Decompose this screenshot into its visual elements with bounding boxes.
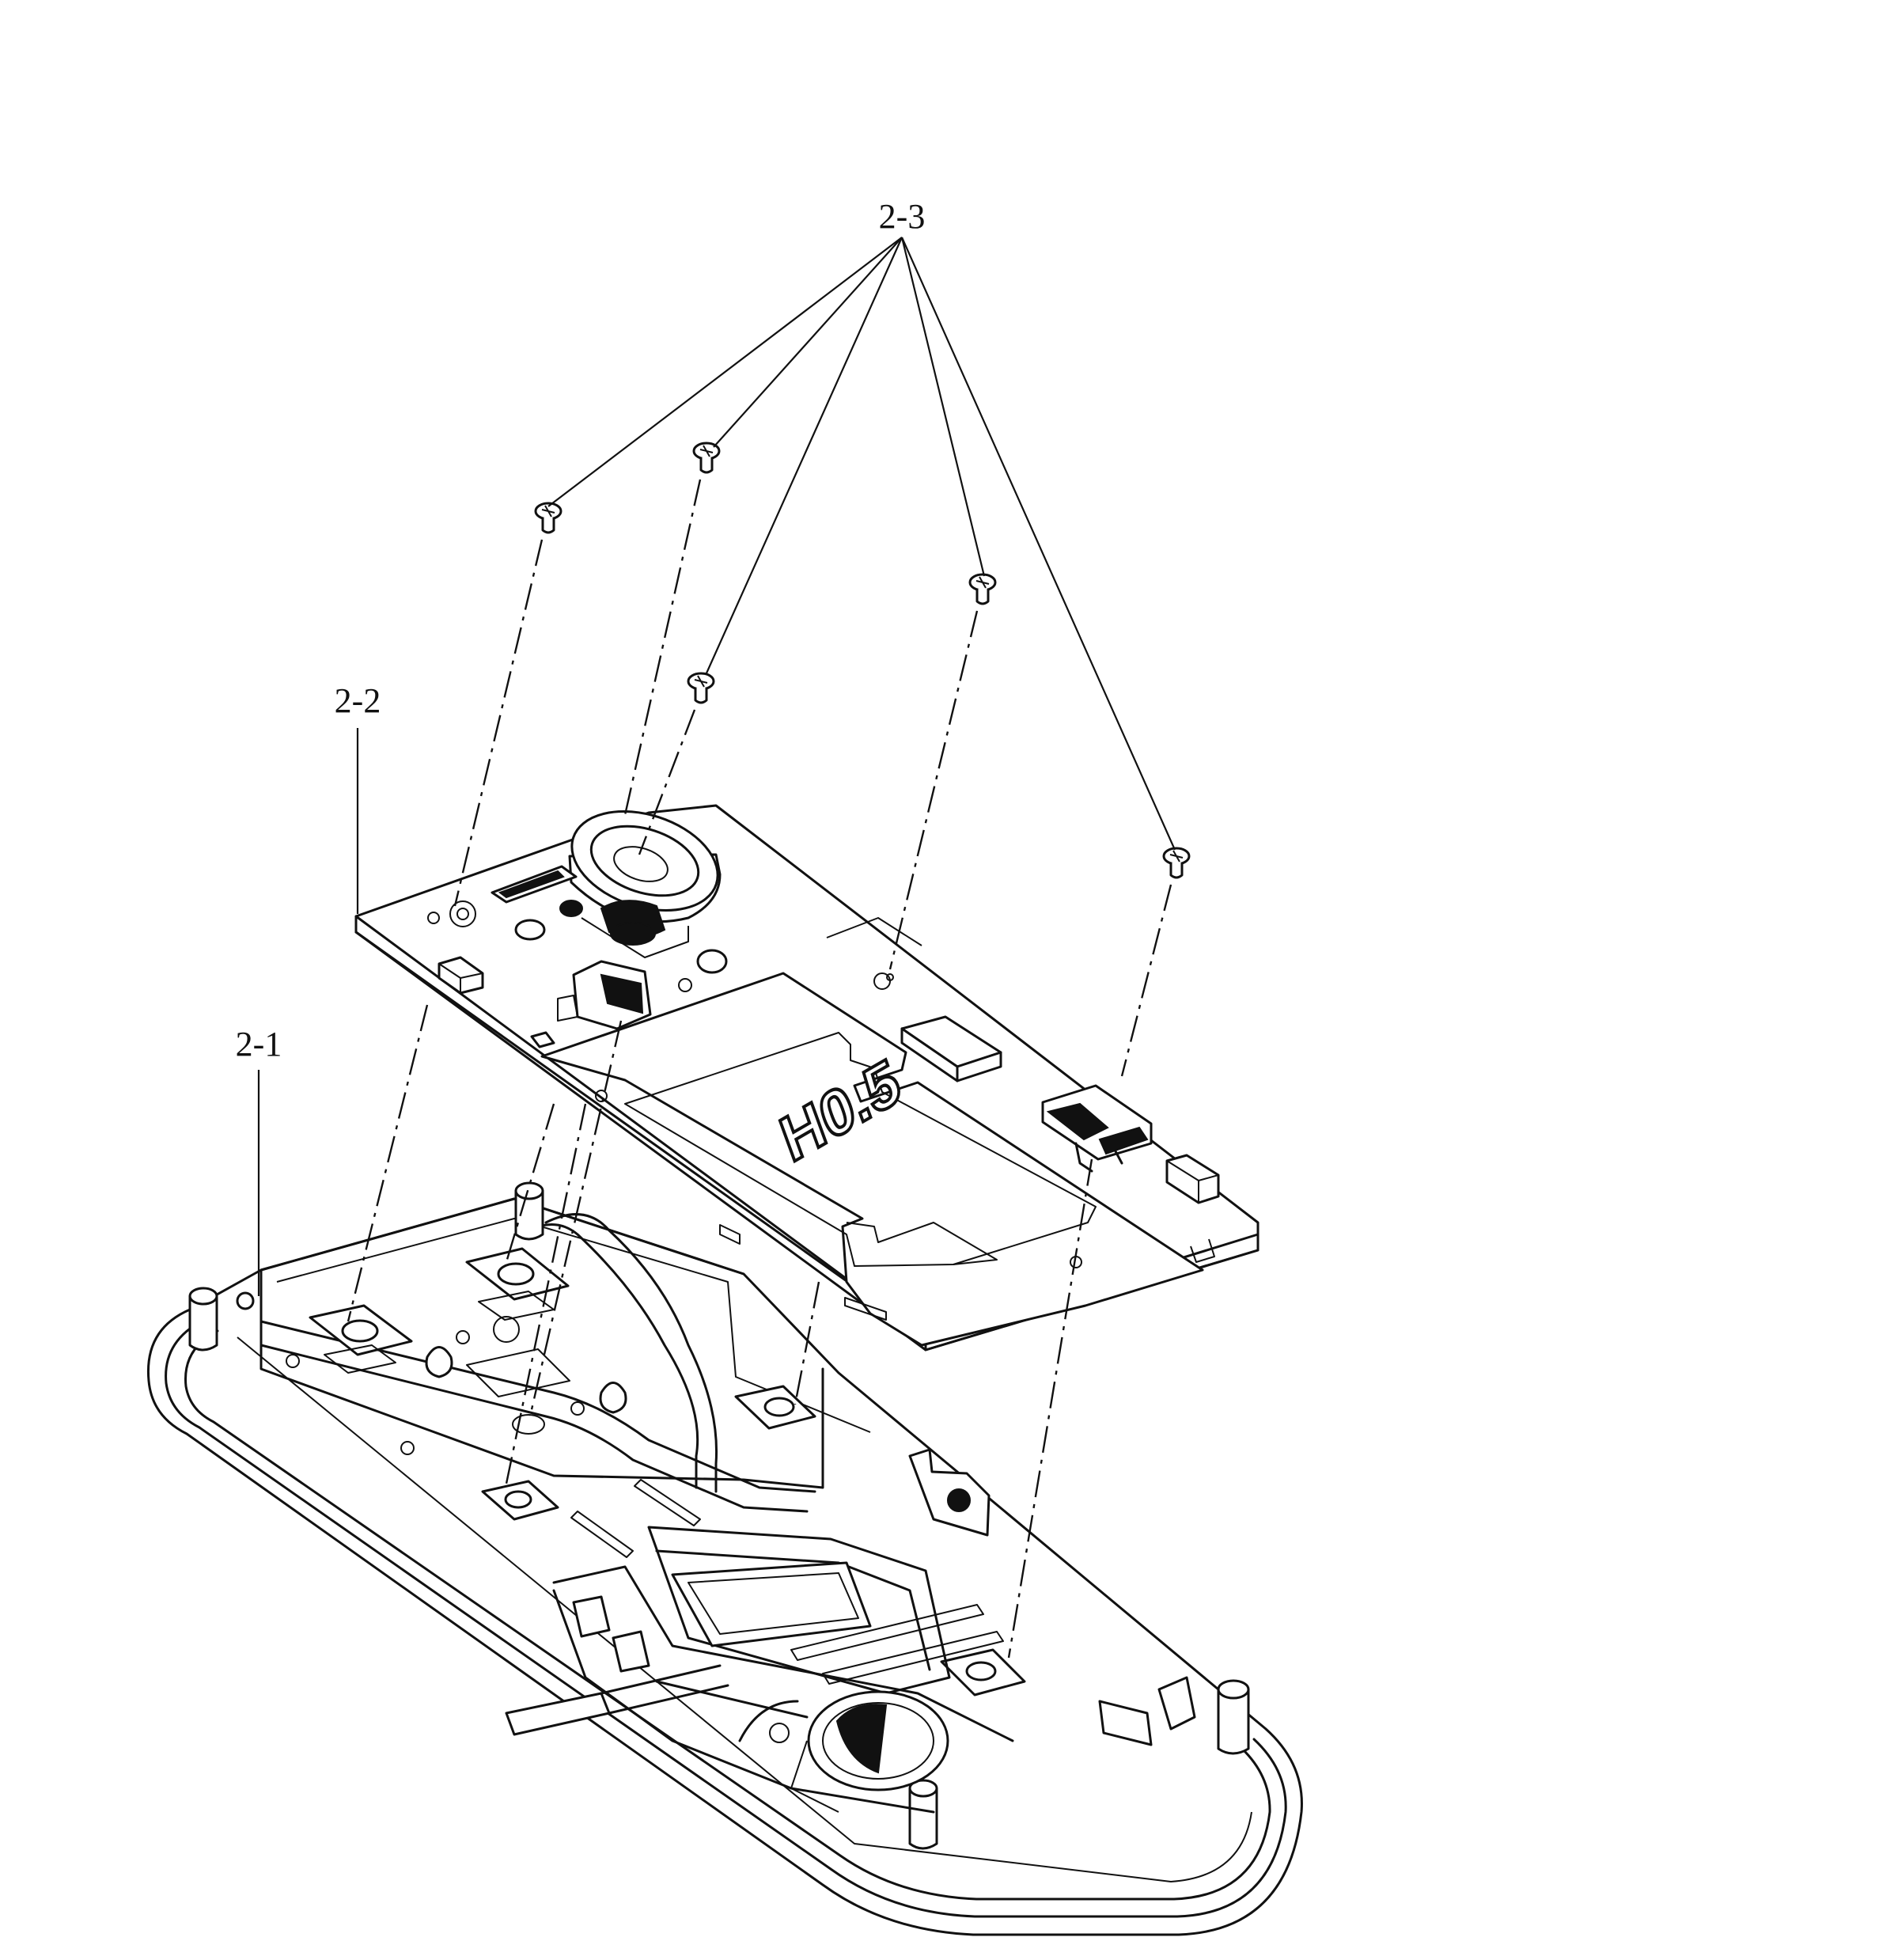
board-connector: [557, 960, 652, 1030]
screw-3: [968, 573, 997, 605]
ribbon-cable: [505, 1664, 729, 1736]
leader-lines: [257, 237, 1176, 1296]
screw-2: [692, 442, 721, 474]
main-circuit-board: H0.5: [354, 804, 1260, 1352]
mount-pad-right: [734, 1385, 816, 1430]
enclosure-holes: [286, 1316, 701, 1558]
corner-clip: [908, 1448, 1196, 1731]
screw-1: [534, 502, 563, 534]
screw-5: [1162, 847, 1191, 879]
mount-pad-left: [309, 1304, 413, 1374]
callout-enclosure: 2-1: [236, 1025, 282, 1063]
mount-pad-center: [465, 1247, 570, 1321]
locating-posts: [188, 1181, 1250, 1850]
mount-pad-lower: [481, 1480, 1026, 1697]
rotary-knob: [568, 810, 722, 958]
callout-board: 2-2: [335, 681, 381, 720]
screws: [534, 442, 1191, 879]
callout-screws: 2-3: [879, 197, 926, 236]
usb-jack: [1041, 1084, 1153, 1173]
lower-enclosure: [146, 1181, 1303, 1936]
assembly-axis-lines: [347, 479, 1172, 1659]
speaker-cup: [738, 1690, 949, 1813]
shield-can: H0.5: [540, 972, 1204, 1347]
screw-4: [687, 672, 715, 704]
